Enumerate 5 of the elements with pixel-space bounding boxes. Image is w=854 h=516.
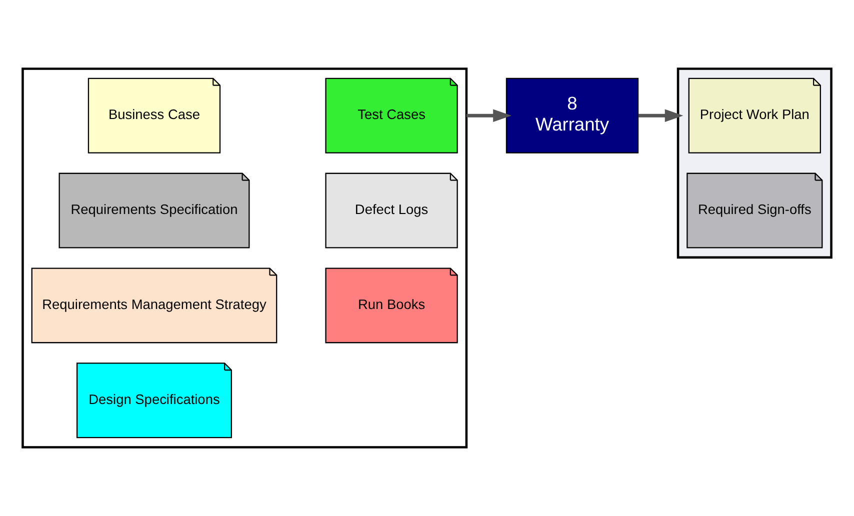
arrow [638,109,684,122]
node-box: 8 Warranty [506,78,639,154]
cluster [22,68,468,448]
arrow [466,109,512,122]
cluster [676,68,832,259]
